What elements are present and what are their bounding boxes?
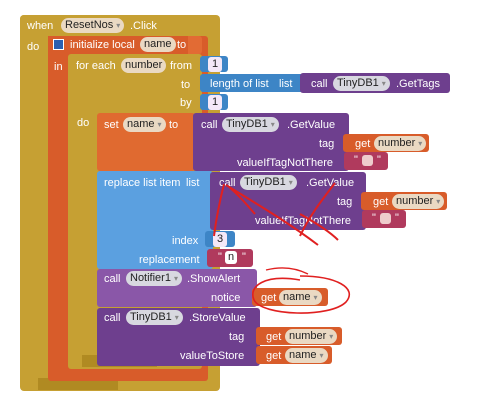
chevron-down-icon: ▾ bbox=[116, 21, 121, 30]
quote-close: " bbox=[377, 154, 381, 166]
call-gettags-call-label: call bbox=[311, 78, 328, 90]
chevron-down-icon: ▾ bbox=[329, 332, 334, 341]
getvalue2-component-dropdown[interactable]: TinyDB1▾ bbox=[240, 175, 297, 190]
replacement-text-field[interactable]: n bbox=[225, 251, 238, 264]
getvalue2-default-label: valueIfTagNotThere bbox=[255, 215, 351, 227]
chevron-down-icon: ▾ bbox=[270, 120, 275, 129]
chevron-down-icon: ▾ bbox=[319, 351, 324, 360]
empty-text2-field[interactable] bbox=[380, 213, 391, 224]
call-gettags-method-label: .GetTags bbox=[396, 78, 441, 90]
set-var-dropdown[interactable]: name▾ bbox=[123, 117, 166, 132]
showalert-call-label: call bbox=[104, 273, 121, 285]
for-each-by-label: by bbox=[180, 97, 192, 109]
for-each-do-label: do bbox=[77, 117, 90, 129]
event-do-label: do bbox=[27, 41, 40, 53]
quote2-close: " bbox=[395, 212, 399, 224]
get-label: get bbox=[355, 138, 371, 150]
length-of-list-label: length of list bbox=[210, 78, 269, 90]
storevalue-call-label: call bbox=[104, 312, 121, 324]
get3-var-dropdown[interactable]: number▾ bbox=[285, 329, 338, 344]
replace-list-item-block[interactable] bbox=[97, 171, 213, 269]
storevalue-tag-label: tag bbox=[229, 331, 245, 343]
set-to-label: to bbox=[169, 119, 179, 131]
for-each-label: for each bbox=[76, 60, 116, 72]
empty-text-field[interactable] bbox=[362, 155, 373, 166]
getvalue-method-label: .GetValue bbox=[287, 119, 336, 131]
showalert-component-dropdown[interactable]: Notifier1▾ bbox=[126, 271, 182, 286]
quote2-open: " bbox=[372, 212, 376, 224]
index-number-field[interactable]: 3 bbox=[213, 232, 228, 247]
storevalue-value-label: valueToStore bbox=[180, 350, 245, 362]
for-each-var-field[interactable]: number bbox=[121, 58, 167, 73]
for-each-to-label: to bbox=[181, 79, 191, 91]
quote-open: " bbox=[354, 154, 358, 166]
getvalue-tag-label: tag bbox=[319, 138, 335, 150]
block-toggle-icon[interactable] bbox=[53, 39, 64, 50]
annotation-curl bbox=[265, 267, 309, 275]
replace-index-label: index bbox=[172, 235, 199, 247]
length-of-list-list-label: list bbox=[279, 78, 293, 90]
set-label: set bbox=[104, 119, 119, 131]
getvalue2-method-label: .GetValue bbox=[306, 177, 355, 189]
showalert-method-label: .ShowAlert bbox=[187, 273, 241, 285]
length-of-list-block[interactable] bbox=[200, 74, 306, 92]
quote3-close: " bbox=[242, 251, 246, 263]
get-name2-dropdown[interactable]: name▾ bbox=[285, 348, 328, 363]
init-local-label: initialize local bbox=[70, 39, 135, 51]
replacement-label: replacement bbox=[139, 254, 200, 266]
get2-var-dropdown[interactable]: number▾ bbox=[392, 194, 445, 209]
get-name2-label: get bbox=[266, 350, 282, 362]
chevron-down-icon: ▾ bbox=[418, 139, 423, 148]
init-local-in-label: in bbox=[54, 61, 63, 73]
getvalue-call-label: call bbox=[201, 119, 218, 131]
by-number-field[interactable]: 1 bbox=[208, 95, 223, 110]
init-local-to-label: to bbox=[177, 39, 187, 51]
event-component-dropdown[interactable]: ResetNos▾ bbox=[61, 18, 125, 33]
get-name-dropdown[interactable]: name▾ bbox=[279, 290, 322, 305]
chevron-down-icon: ▾ bbox=[313, 293, 318, 302]
chevron-down-icon: ▾ bbox=[436, 197, 441, 206]
event-when-label: when bbox=[27, 20, 54, 32]
replace-list-label: list bbox=[186, 177, 200, 189]
storevalue-component-dropdown[interactable]: TinyDB1▾ bbox=[126, 310, 183, 325]
chevron-down-icon: ▾ bbox=[174, 313, 179, 322]
get-name-label: get bbox=[261, 292, 277, 304]
chevron-down-icon: ▾ bbox=[381, 79, 386, 88]
quote3-open: " bbox=[218, 251, 222, 263]
replace-label: replace list item bbox=[104, 177, 181, 189]
chevron-down-icon: ▾ bbox=[157, 120, 162, 129]
get-var-dropdown[interactable]: number▾ bbox=[374, 136, 427, 151]
event-suffix-label: .Click bbox=[130, 20, 157, 32]
from-number-field[interactable]: 1 bbox=[208, 57, 223, 72]
getvalue-component-dropdown[interactable]: TinyDB1▾ bbox=[222, 117, 279, 132]
get3-label: get bbox=[266, 331, 282, 343]
showalert-notice-label: notice bbox=[211, 292, 241, 304]
chevron-down-icon: ▾ bbox=[288, 178, 293, 187]
chevron-down-icon: ▾ bbox=[173, 274, 178, 283]
storevalue-method-label: .StoreValue bbox=[189, 312, 246, 324]
get2-label: get bbox=[373, 196, 389, 208]
getvalue2-call-label: call bbox=[219, 177, 236, 189]
getvalue-default-label: valueIfTagNotThere bbox=[237, 157, 333, 169]
gettags-component-dropdown[interactable]: TinyDB1▾ bbox=[333, 76, 390, 91]
init-local-name-field[interactable]: name bbox=[140, 37, 176, 52]
for-each-from-label: from bbox=[170, 60, 192, 72]
getvalue2-tag-label: tag bbox=[337, 196, 353, 208]
